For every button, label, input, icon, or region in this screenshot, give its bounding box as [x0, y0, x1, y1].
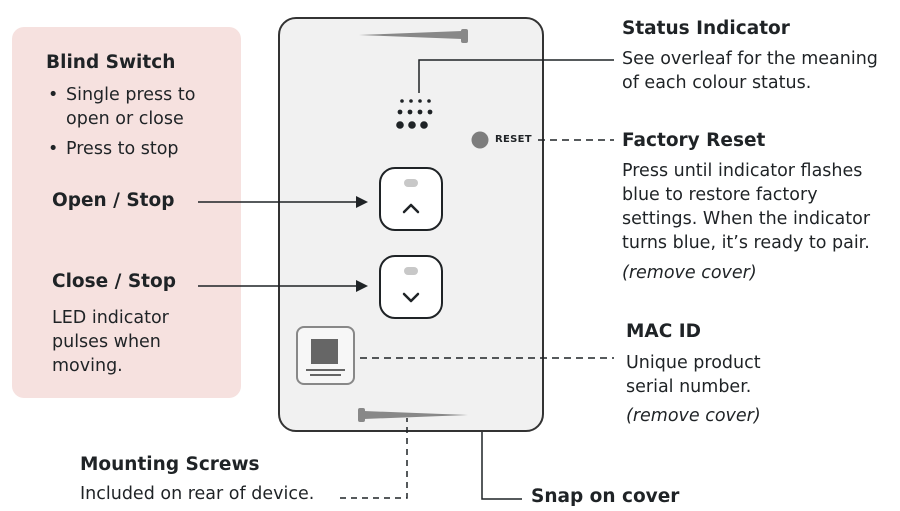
chevron-down-icon	[402, 292, 420, 303]
screw-icon	[359, 29, 468, 43]
mac-label-icon	[306, 339, 345, 376]
cover-leader-line	[481, 432, 522, 500]
screw-icon	[358, 408, 468, 422]
mac-id-label	[296, 326, 355, 385]
blind-switch-bullets: Single press to open or close Press to s…	[46, 83, 226, 161]
reset-label: RESET	[495, 134, 532, 145]
reset-button-icon[interactable]	[470, 130, 490, 150]
close-stop-desc: LED indicator pulses when moving.	[52, 306, 169, 378]
factory-reset-desc: Press until indicator flashes blue to re…	[622, 159, 870, 255]
desc-line: See overleaf for the meaning	[622, 49, 878, 69]
list-item: Single press to open or close	[46, 83, 226, 131]
desc-line: turns blue, it’s ready to pair.	[622, 233, 870, 253]
mac-id-note: (remove cover)	[626, 406, 761, 426]
factory-reset-note: (remove cover)	[622, 263, 757, 283]
screws-leader-line	[340, 418, 408, 499]
close-stop-button[interactable]	[379, 255, 443, 319]
button-led	[404, 179, 418, 187]
desc-line: serial number.	[626, 377, 752, 397]
mounting-screws-desc: Included on rear of device.	[80, 484, 315, 504]
open-stop-title: Open / Stop	[52, 190, 175, 211]
desc-line: moving.	[52, 356, 123, 376]
desc-line: LED indicator	[52, 308, 169, 328]
status-indicator-desc: See overleaf for the meaning of each col…	[622, 47, 878, 95]
desc-line: pulses when	[52, 332, 161, 352]
mounting-screws-title: Mounting Screws	[80, 454, 260, 475]
factory-reset-title: Factory Reset	[622, 130, 766, 151]
desc-line: Unique product	[626, 353, 761, 373]
status-indicator-title: Status Indicator	[622, 18, 790, 39]
blind-switch-title: Blind Switch	[46, 52, 176, 73]
status-led-dots-icon	[396, 99, 433, 129]
desc-line: Press until indicator flashes	[622, 161, 863, 181]
desc-line: of each colour status.	[622, 73, 812, 93]
desc-line: blue to restore factory	[622, 185, 818, 205]
mac-id-desc: Unique product serial number.	[626, 351, 761, 399]
close-stop-title: Close / Stop	[52, 271, 176, 292]
button-led	[404, 267, 418, 275]
snap-cover-title: Snap on cover	[531, 486, 680, 507]
mac-id-title: MAC ID	[626, 321, 701, 342]
list-item: Press to stop	[46, 137, 226, 161]
status-leader-line	[418, 59, 614, 93]
desc-line: settings. When the indicator	[622, 209, 871, 229]
chevron-up-icon	[402, 203, 420, 214]
open-stop-button[interactable]	[379, 167, 443, 231]
